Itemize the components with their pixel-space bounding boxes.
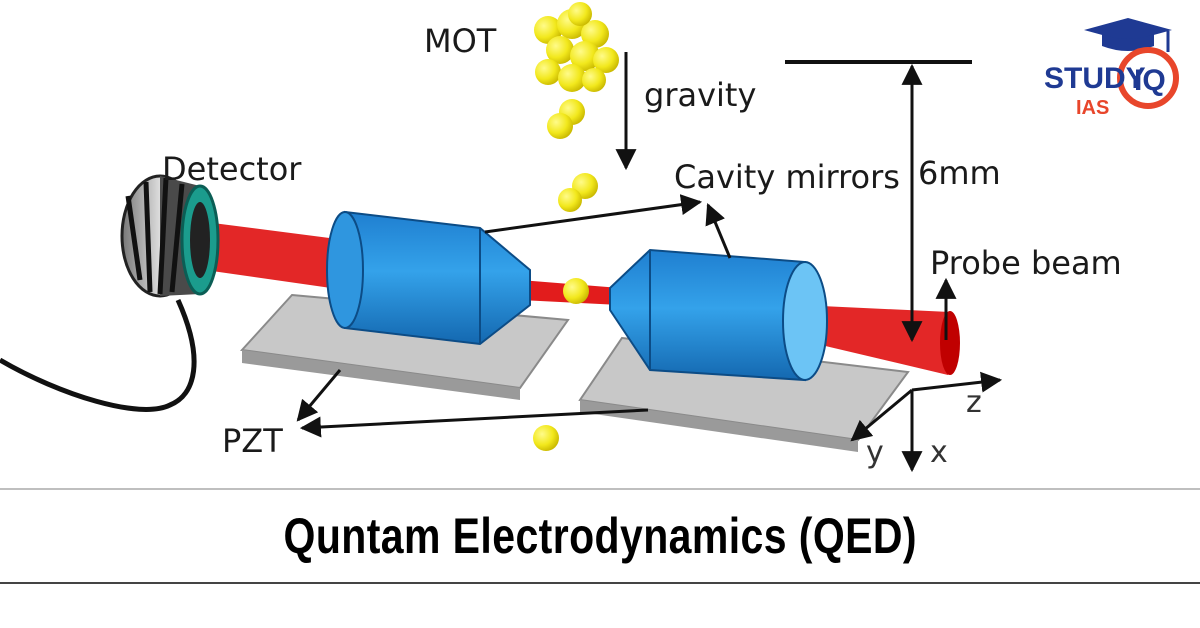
cavity-pointer-arrow	[485, 202, 700, 232]
mot-atom-cloud	[534, 2, 619, 92]
axis-z-label: z	[966, 385, 982, 420]
falling-atom	[558, 188, 582, 212]
pzt-pointer-arrow	[302, 410, 648, 428]
logo-brand-text: STUDY	[1044, 62, 1146, 95]
studyiq-logo[interactable]: STUDY IQ IAS	[1036, 12, 1186, 132]
cavity-mirror-left	[327, 212, 530, 344]
mot-label: MOT	[424, 22, 497, 60]
falling-atom	[533, 425, 559, 451]
distance-label: 6mm	[918, 154, 1001, 192]
axis-y-label: y	[866, 435, 884, 470]
cavity-mirrors-label: Cavity mirrors	[674, 158, 900, 196]
logo-mark-text: IQ	[1134, 64, 1166, 97]
detector-cable	[0, 300, 194, 409]
qed-cavity-diagram: MOT gravity Detector Cavity mirrors 6mm …	[0, 0, 1200, 490]
logo-sub-text: IAS	[1076, 97, 1109, 119]
cavity-mirror-right	[610, 250, 827, 380]
probe-beam-left	[205, 222, 345, 290]
page-title: Quntam Electrodynamics (QED)	[283, 507, 916, 565]
gravity-label: gravity	[644, 76, 756, 114]
axis-x-label: x	[930, 435, 948, 470]
footer-space	[0, 584, 1200, 628]
probe-beam-label: Probe beam	[930, 244, 1122, 282]
detector	[122, 176, 218, 296]
trapped-atom	[563, 278, 589, 304]
cavity-pointer-arrow	[708, 205, 730, 258]
graduation-cap-icon	[1084, 18, 1172, 52]
falling-atom	[547, 113, 573, 139]
pzt-label: PZT	[222, 422, 283, 460]
pzt-pointer-arrow	[298, 370, 340, 420]
title-banner: Quntam Electrodynamics (QED)	[0, 488, 1200, 586]
detector-label: Detector	[162, 150, 302, 188]
probe-beam-end	[940, 311, 960, 375]
